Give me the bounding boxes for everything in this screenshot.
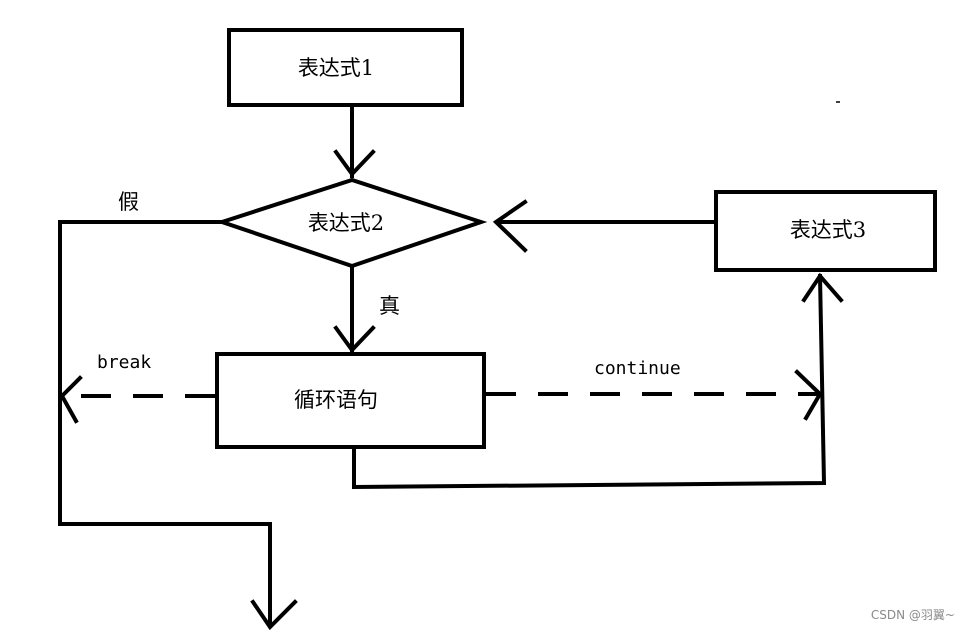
watermark-text: CSDN @羽翼~ (871, 608, 955, 622)
arrowhead-break (59, 375, 83, 424)
expr1-box (227, 28, 464, 107)
loop-body-box (215, 352, 486, 449)
continue-label: continue (594, 358, 681, 379)
arrowhead-continue (794, 369, 823, 421)
false-branch-line (58, 220, 272, 627)
expr3-box (714, 190, 937, 272)
break-label: break (97, 352, 151, 373)
arrowhead-true (333, 325, 376, 354)
expr1-label: 表达式1 (298, 56, 374, 80)
expr3-label: 表达式3 (790, 218, 866, 242)
arrowhead-exit (250, 599, 298, 631)
arrowhead-expr1-to-expr2 (333, 149, 376, 178)
true-label: 真 (379, 294, 400, 318)
arrowhead-expr2 (492, 199, 528, 253)
false-label: 假 (118, 190, 139, 214)
arrowhead-expr3 (801, 272, 844, 303)
body-to-expr3-line (352, 273, 827, 490)
expr2-decision (215, 177, 488, 269)
expr2-label: 表达式2 (308, 211, 384, 235)
loop-body-label: 循环语句 (294, 388, 378, 412)
